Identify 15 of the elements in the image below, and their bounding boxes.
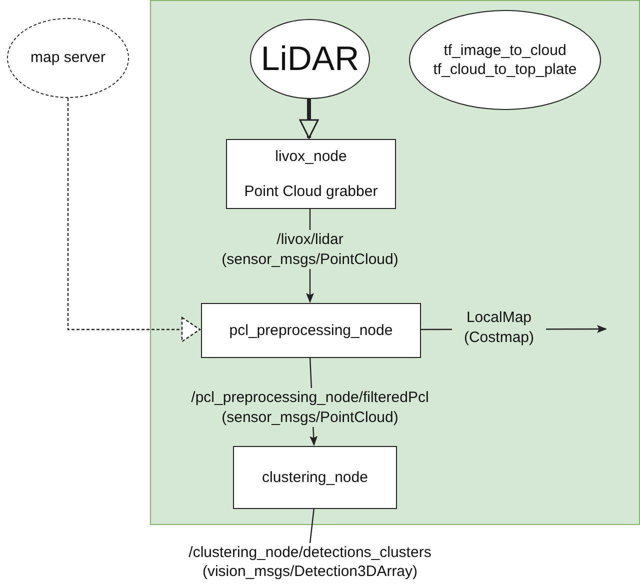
block-arrow <box>67 98 201 342</box>
process-box <box>226 139 396 209</box>
process-box <box>201 303 421 358</box>
edge-label: LocalMap (Costmap) <box>452 308 546 347</box>
node-title: pcl_preprocessing_node <box>228 320 394 340</box>
node-title: LiDAR <box>260 42 360 76</box>
node-title: tf_image_to_cloud tf_cloud_to_top_plate <box>432 40 578 80</box>
node-title: /clustering_node/detections_clusters (vision_msgs/Detection3DArray) <box>188 542 432 582</box>
process-box <box>233 446 397 509</box>
node-title: clustering_node <box>261 468 369 488</box>
node-title: livox_node <box>274 146 348 166</box>
node-subtitle: Point Cloud grabber <box>243 182 379 202</box>
node-title: map server <box>29 48 107 68</box>
block-arrow <box>299 98 319 139</box>
group-panel <box>150 0 640 525</box>
